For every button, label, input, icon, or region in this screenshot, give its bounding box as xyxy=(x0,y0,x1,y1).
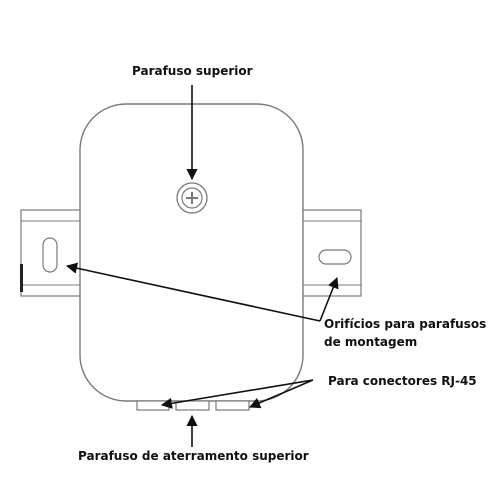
right-mounting-bracket xyxy=(302,210,361,296)
left-mounting-bracket xyxy=(20,210,81,296)
right-mounting-hole xyxy=(319,250,351,264)
mounting-holes-label-line1: Orifícios para parafusos xyxy=(324,316,486,332)
top-screw-icon xyxy=(177,183,207,213)
rj45-port-3 xyxy=(216,401,249,410)
rj45-label: Para conectores RJ-45 xyxy=(328,373,477,389)
rj45-ports xyxy=(137,401,249,410)
ground-screw-label: Parafuso de aterramento superior xyxy=(78,448,309,464)
left-mounting-hole xyxy=(43,238,57,272)
mounting-holes-label-line2: de montagem xyxy=(324,334,417,350)
top-screw-label: Parafuso superior xyxy=(132,63,253,79)
rj45-port-1 xyxy=(137,401,169,410)
